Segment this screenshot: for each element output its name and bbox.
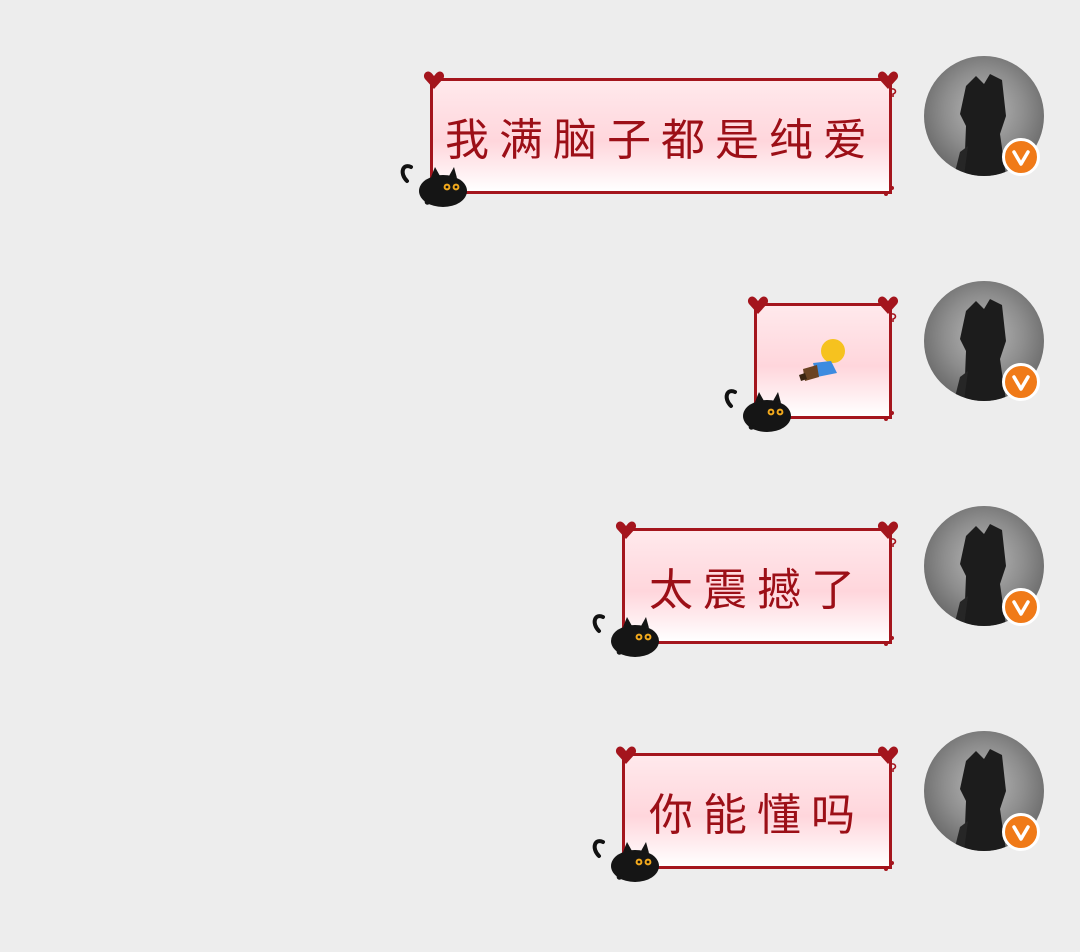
- black-cat-icon: [400, 164, 467, 207]
- message-bubble[interactable]: 我满脑子都是纯爱: [400, 71, 899, 207]
- message-bubble[interactable]: [724, 296, 899, 432]
- curl-ornament-icon: [890, 313, 897, 322]
- message-text: 你能懂吗: [649, 790, 865, 841]
- heart-icon: [747, 296, 769, 314]
- avatar-photo: [954, 749, 1006, 851]
- verified-badge-icon: [1002, 138, 1040, 176]
- black-cat-icon: [724, 389, 791, 432]
- message-row: 我满脑子都是纯爱: [0, 56, 1080, 207]
- avatar-photo: [954, 74, 1006, 176]
- verified-badge-icon: [1002, 363, 1040, 401]
- message-bubble[interactable]: 太震撼了: [592, 521, 899, 657]
- message-row: [0, 281, 1080, 432]
- heart-icon: [423, 71, 445, 89]
- heart-icon: [877, 521, 899, 539]
- avatar-photo: [954, 299, 1006, 401]
- avatar[interactable]: [924, 281, 1044, 401]
- message-bubble[interactable]: 你能懂吗: [592, 746, 899, 882]
- message-row: 你能懂吗: [0, 731, 1080, 882]
- heart-icon: [615, 746, 637, 764]
- black-cat-icon: [592, 614, 659, 657]
- avatar-photo: [954, 524, 1006, 626]
- lying-person-emoji: [799, 339, 845, 381]
- verified-badge-icon: [1002, 813, 1040, 851]
- curl-ornament-icon: [890, 763, 897, 772]
- black-cat-icon: [592, 839, 659, 882]
- heart-icon: [877, 296, 899, 314]
- heart-icon: [615, 521, 637, 539]
- message-row: 太震撼了: [0, 506, 1080, 657]
- heart-icon: [877, 746, 899, 764]
- message-text: 我满脑子都是纯爱: [445, 115, 877, 166]
- heart-icon: [877, 71, 899, 89]
- dots-ornament-icon: [884, 861, 894, 871]
- verified-badge-icon: [1002, 588, 1040, 626]
- curl-ornament-icon: [890, 88, 897, 97]
- dots-ornament-icon: [884, 411, 894, 421]
- dots-ornament-icon: [884, 636, 894, 646]
- curl-ornament-icon: [890, 538, 897, 547]
- message-text: 太震撼了: [649, 565, 865, 616]
- dots-ornament-icon: [884, 186, 894, 196]
